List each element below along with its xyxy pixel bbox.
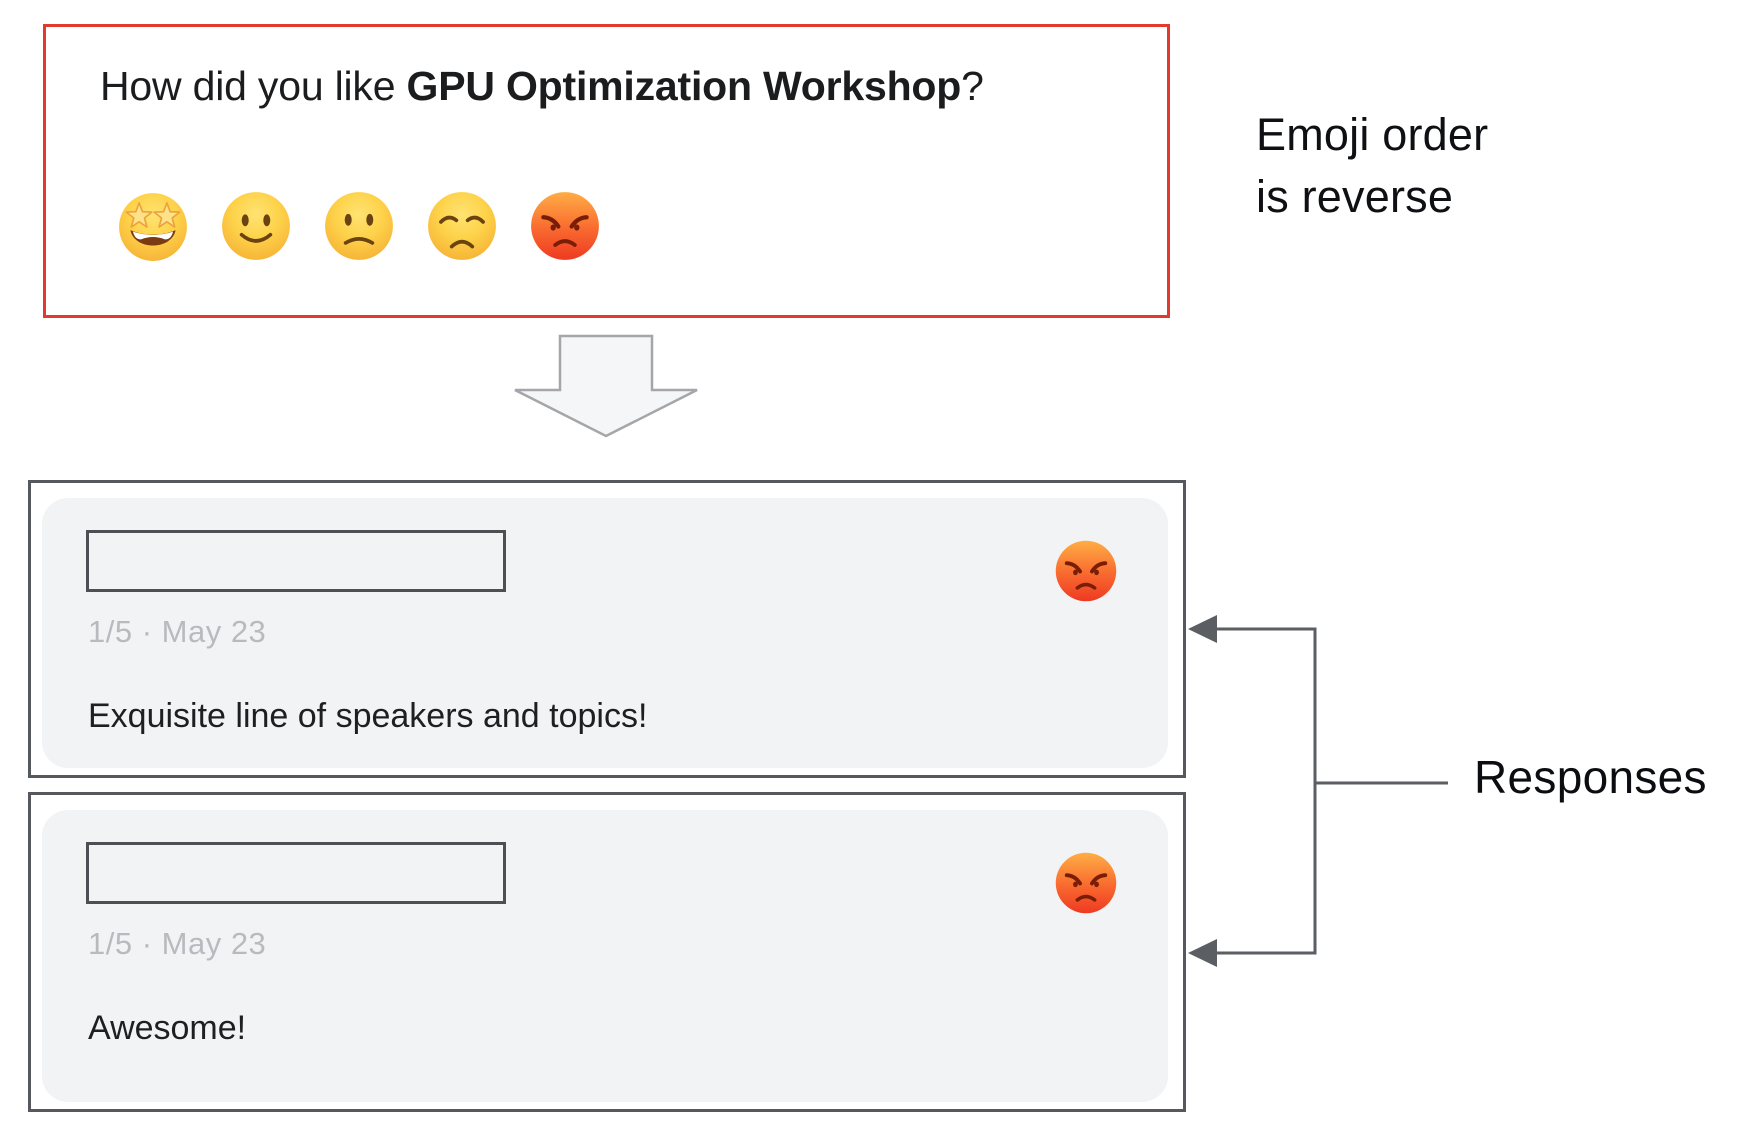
question-event-name: GPU Optimization Workshop — [406, 63, 962, 109]
slightly-frowning-emoji-icon — [322, 189, 396, 263]
survey-question: How did you like GPU Optimization Worksh… — [100, 63, 984, 110]
response-1-message: Exquisite line of speakers and topics! — [88, 697, 648, 735]
response-1-rating-date: 1/5 · May 23 — [88, 614, 267, 649]
disappointed-emoji-icon — [425, 189, 499, 263]
emoji-order-note: Emoji order is reverse — [1256, 104, 1488, 228]
star-struck-emoji-icon — [116, 189, 190, 263]
emoji-option-disappointed[interactable] — [425, 189, 499, 263]
down-arrow-icon — [514, 334, 698, 438]
question-suffix: ? — [961, 63, 984, 109]
response-2-rating-date: 1/5 · May 23 — [88, 926, 267, 961]
response-card-1-background — [42, 498, 1168, 768]
emoji-option-slightly-frowning[interactable] — [322, 189, 396, 263]
respondent-name-redacted-2 — [86, 842, 506, 904]
responses-label: Responses — [1474, 751, 1707, 803]
slightly-smiling-emoji-icon — [219, 189, 293, 263]
emoji-option-slightly-smiling[interactable] — [219, 189, 293, 263]
arrowhead-to-card-2 — [1188, 939, 1217, 967]
emoji-order-note-line2: is reverse — [1256, 171, 1454, 222]
emoji-rating-row — [116, 189, 602, 263]
question-prefix: How did you like — [100, 63, 407, 109]
emoji-option-angry[interactable] — [528, 189, 602, 263]
survey-question-card: How did you like GPU Optimization Worksh… — [43, 24, 1170, 318]
respondent-name-redacted-1 — [86, 530, 506, 592]
response-2-message: Awesome! — [88, 1009, 247, 1047]
angry-emoji-icon — [1053, 538, 1119, 604]
emoji-option-star-struck[interactable] — [116, 189, 190, 263]
response-card-2: 1/5 · May 23 Awesome! — [28, 792, 1186, 1112]
emoji-order-note-line1: Emoji order — [1256, 109, 1489, 160]
angry-emoji-icon — [528, 189, 602, 263]
responses-bracket — [1188, 615, 1448, 967]
response-card-2-background — [42, 810, 1168, 1102]
response-card-1: 1/5 · May 23 Exquisite line of speakers … — [28, 480, 1186, 778]
arrowhead-to-card-1 — [1188, 615, 1217, 643]
angry-emoji-icon — [1053, 850, 1119, 916]
